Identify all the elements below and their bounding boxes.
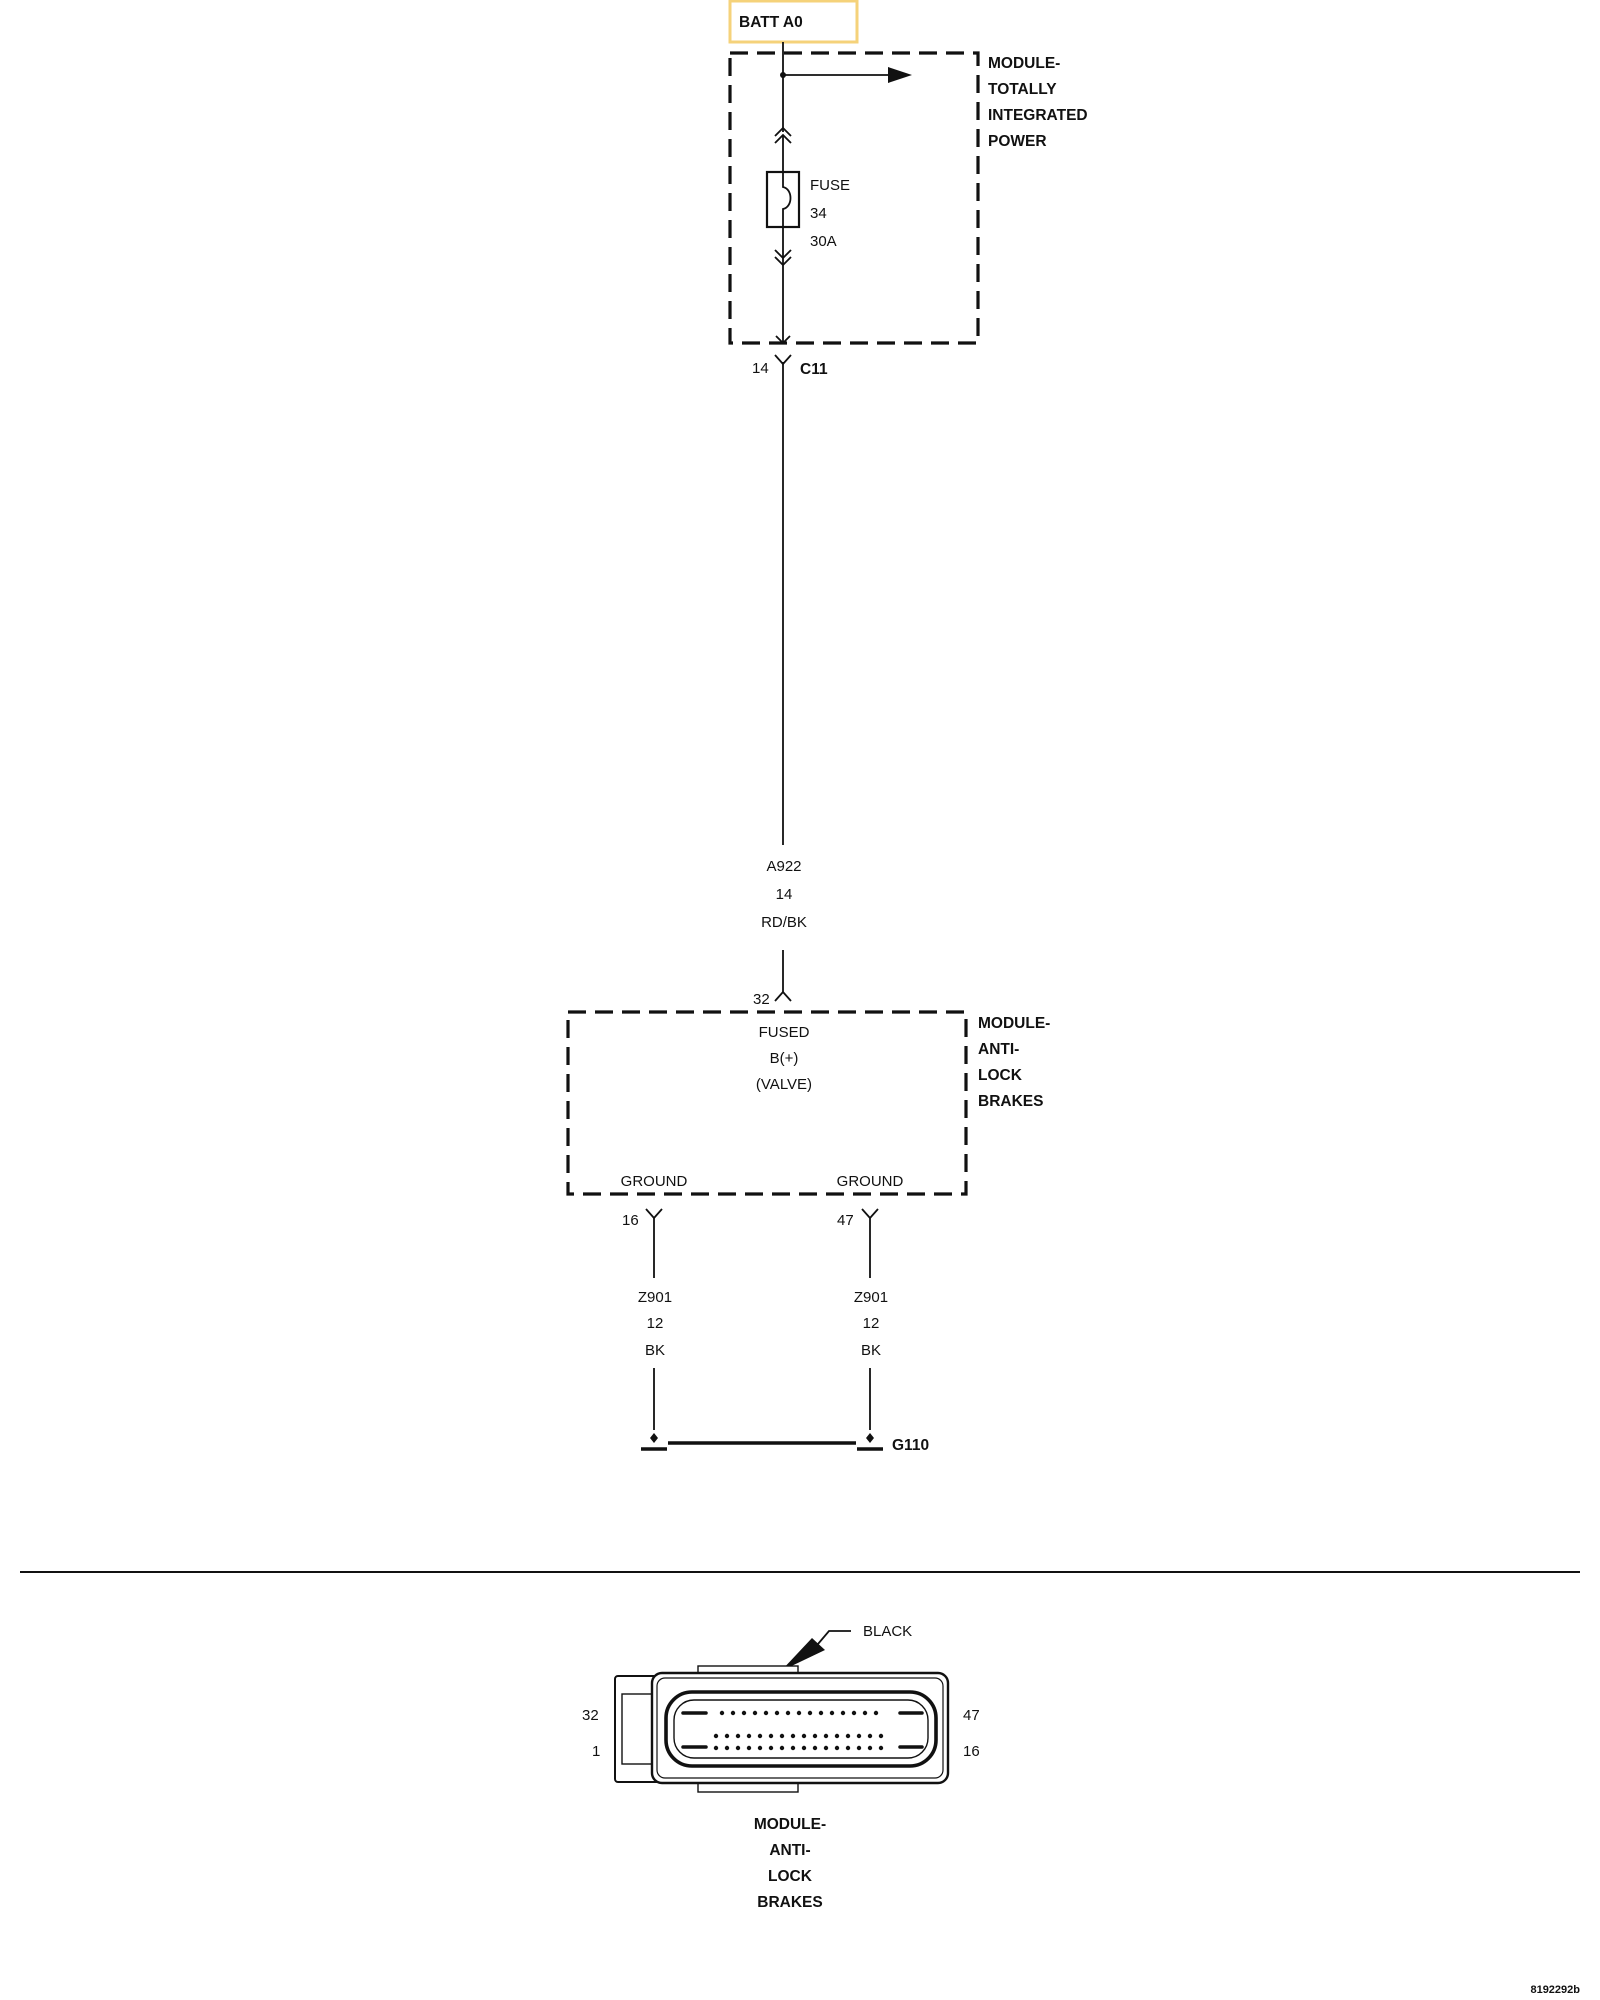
svg-text:LOCK: LOCK xyxy=(768,1868,813,1885)
svg-text:INTEGRATED: INTEGRATED xyxy=(988,107,1088,124)
svg-text:ANTI-: ANTI- xyxy=(769,1842,810,1859)
batt-label-box xyxy=(728,0,859,44)
connector-pin-32-label: 32 xyxy=(582,1707,599,1724)
svg-text:POWER: POWER xyxy=(988,133,1047,150)
ground-symbol-left-icon xyxy=(641,1433,667,1451)
svg-text:MODULE-: MODULE- xyxy=(978,1015,1050,1032)
batt-label: BATT A0 xyxy=(739,14,803,31)
wire-a922-label: A922 14 RD/BK xyxy=(761,858,807,931)
connector-module-name: MODULE- ANTI- LOCK BRAKES xyxy=(754,1816,826,1911)
ground-connector-left-icon xyxy=(645,1208,663,1220)
bus-arrow-icon xyxy=(888,67,912,83)
svg-text:A922: A922 xyxy=(766,858,801,875)
svg-text:(VALVE): (VALVE) xyxy=(756,1076,812,1093)
svg-text:ANTI-: ANTI- xyxy=(978,1041,1019,1058)
abs-input-pin: 32 xyxy=(753,991,770,1008)
svg-text:RD/BK: RD/BK xyxy=(761,914,807,931)
ground-wire-left-label: Z901 12 BK xyxy=(638,1289,672,1359)
svg-text:BK: BK xyxy=(645,1342,665,1359)
svg-text:B(+): B(+) xyxy=(770,1050,799,1067)
svg-text:12: 12 xyxy=(863,1315,880,1332)
svg-text:MODULE-: MODULE- xyxy=(988,55,1060,72)
ground-pin-right: 47 xyxy=(837,1212,854,1229)
c11-id: C11 xyxy=(800,361,828,378)
svg-text:MODULE-: MODULE- xyxy=(754,1816,826,1833)
svg-text:30A: 30A xyxy=(810,233,837,250)
svg-text:12: 12 xyxy=(647,1315,664,1332)
connector-pin-47-label: 47 xyxy=(963,1707,980,1724)
svg-text:Z901: Z901 xyxy=(854,1289,888,1306)
ground-connector-right-icon xyxy=(861,1208,879,1220)
connector-pin-cavities xyxy=(713,1710,884,1751)
abs-module-name: MODULE- ANTI- LOCK BRAKES xyxy=(978,1015,1050,1110)
fuse-top-chevron-icon xyxy=(774,126,792,144)
ground-pin-left: 16 xyxy=(622,1212,639,1229)
abs-input-connector-icon xyxy=(774,990,792,1002)
fuse-label: FUSE 34 30A xyxy=(810,177,850,250)
fuse-element-icon xyxy=(782,172,792,227)
ground-label-left: GROUND xyxy=(621,1173,688,1190)
svg-text:14: 14 xyxy=(776,886,793,903)
connector-pin-16-label: 16 xyxy=(963,1743,980,1760)
abs-module-box xyxy=(566,1010,968,1196)
connector-color-label: BLACK xyxy=(863,1623,912,1640)
svg-text:Z901: Z901 xyxy=(638,1289,672,1306)
svg-text:FUSE: FUSE xyxy=(810,177,850,194)
ground-point-id: G110 xyxy=(892,1437,929,1454)
svg-text:BRAKES: BRAKES xyxy=(757,1894,822,1911)
ground-symbol-right-icon xyxy=(857,1433,883,1451)
connector-face-view: BLACK xyxy=(614,1623,950,1793)
tipm-module-name: MODULE- TOTALLY INTEGRATED POWER xyxy=(988,55,1088,150)
svg-text:FUSED: FUSED xyxy=(759,1024,810,1041)
tipm-module-box xyxy=(728,51,980,345)
svg-text:BK: BK xyxy=(861,1342,881,1359)
abs-input-label: FUSED B(+) (VALVE) xyxy=(756,1024,812,1093)
color-callout-arrow-icon xyxy=(781,1638,825,1671)
c11-pin: 14 xyxy=(752,360,769,377)
figure-id: 8192292b xyxy=(1530,1984,1580,1996)
svg-text:TOTALLY: TOTALLY xyxy=(988,81,1057,98)
connector-pin-1-label: 1 xyxy=(592,1743,600,1760)
svg-text:34: 34 xyxy=(810,205,827,222)
svg-text:BRAKES: BRAKES xyxy=(978,1093,1043,1110)
tipm-exit-arrow-icon xyxy=(775,335,791,345)
ground-wire-right-label: Z901 12 BK xyxy=(854,1289,888,1359)
svg-text:LOCK: LOCK xyxy=(978,1067,1023,1084)
ground-label-right: GROUND xyxy=(837,1173,904,1190)
